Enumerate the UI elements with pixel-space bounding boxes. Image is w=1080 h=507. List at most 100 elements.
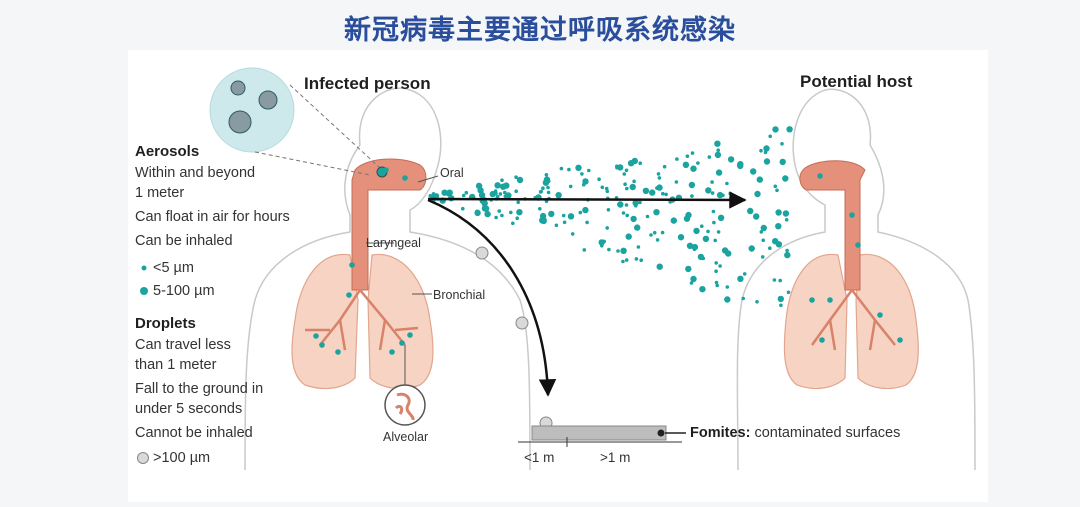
host-bronchial-tree [810, 289, 896, 351]
bronchial-label: Bronchial [433, 288, 486, 302]
aerosol-particle [714, 280, 719, 285]
droplet-arrow [427, 198, 557, 397]
aerosol-particle [664, 192, 668, 197]
aerosol-particle [634, 257, 639, 261]
aerosol-particle [621, 259, 625, 264]
aerosol-particle [699, 286, 706, 293]
alveolar-inset [384, 384, 426, 426]
fomite-surface [531, 425, 667, 441]
potential-host-label: Potential host [800, 72, 913, 91]
aerosol-particle [548, 210, 555, 218]
aerosol-particle [617, 201, 624, 208]
aerosol-particle [602, 239, 606, 244]
aerosol-particle [827, 297, 833, 303]
aerosol-particle [747, 207, 754, 215]
aerosol-particle [737, 162, 744, 170]
distance-near-label: <1 m [524, 450, 555, 465]
aerosol-particle [582, 206, 589, 214]
aerosol-particle [775, 223, 782, 230]
aerosol-particle [561, 213, 566, 218]
aerosol-particle [763, 150, 768, 155]
aerosol-particle [649, 233, 653, 237]
aerosol-particle [706, 229, 710, 234]
aerosol-particle [313, 333, 319, 339]
aerosol-particle [494, 182, 501, 189]
aerosol-particle [625, 233, 632, 240]
aerosol-particle [505, 192, 512, 199]
aerosol-particle [383, 167, 389, 173]
aerosol-particle [464, 190, 469, 195]
aerosol-particle [655, 238, 660, 242]
aerosol-particle [714, 269, 718, 274]
aerosol-particle [773, 184, 778, 189]
droplets-line: under 5 seconds [135, 401, 243, 417]
droplets-line: Can travel less [135, 337, 231, 353]
magnifier-line-1 [289, 84, 381, 169]
aerosol-particle [656, 263, 663, 270]
aerosol-particle [741, 296, 745, 301]
aerosol-particle [514, 175, 518, 179]
infected-bronchial-tree [305, 289, 419, 351]
aerosol-particle [625, 186, 629, 191]
aerosol-particle [606, 208, 611, 212]
aerosol-particle [621, 211, 626, 215]
aerosol-particle [634, 203, 638, 208]
aerosol-particle [711, 209, 716, 214]
aerosol-particle [656, 172, 661, 176]
aerosol-particle [585, 220, 589, 225]
aerosol-particle [639, 258, 643, 263]
aerosol-particle [707, 155, 712, 159]
aerosol-particle [497, 209, 502, 213]
aerosol-particle [689, 281, 694, 285]
aerosol-particle [624, 203, 629, 207]
aerosol-particle [494, 191, 498, 196]
legend-large-label: >100 µm [153, 450, 211, 466]
aerosol-particle [645, 214, 650, 219]
aerosol-particle [582, 248, 587, 252]
aerosol-particle [600, 185, 605, 190]
aerosol-particle [786, 126, 793, 133]
aerosol-particle [782, 175, 789, 182]
aerosol-particle [515, 216, 519, 220]
aerosol-particle [761, 238, 765, 243]
aerosol-particle [575, 164, 582, 171]
droplets-line: than 1 meter [135, 357, 217, 373]
aerosol-particle [677, 234, 685, 241]
aerosol-particle [638, 200, 642, 205]
host-airway [799, 160, 866, 291]
aerosol-particle [546, 185, 550, 190]
aerosol-particle [399, 340, 405, 346]
aerosol-particle [638, 161, 642, 165]
aerosol-particle [484, 210, 491, 218]
virus-magnifier [209, 67, 295, 153]
aerosol-particle [587, 168, 591, 173]
aerosol-particle [441, 189, 448, 196]
legend-small-dot [141, 265, 147, 271]
aerosol-particle [653, 209, 660, 216]
aerosol-particle [772, 278, 777, 282]
aerosol-particle [559, 166, 564, 171]
aerosol-particle [516, 176, 524, 184]
aerosol-particle [675, 157, 679, 161]
aerosol-particle [632, 199, 639, 207]
aerosol-particle [489, 190, 496, 198]
host-left-lung [783, 253, 848, 390]
aerosol-particle [623, 182, 627, 186]
aerosol-particle [616, 249, 620, 253]
aerosol-particle [632, 179, 636, 184]
aerosol-particle [624, 168, 629, 173]
large-droplet [475, 246, 489, 260]
aerosol-particle [715, 169, 723, 176]
aerosol-particle [683, 215, 691, 222]
aerosol-particle [514, 189, 518, 193]
aerosol-particle [546, 179, 551, 183]
aerosol-particle [772, 238, 779, 245]
aerosol-particle [784, 218, 789, 222]
aerosol-particle [725, 285, 730, 289]
aerosol-particle [335, 349, 341, 355]
aerosol-particle [753, 213, 760, 220]
aerosols-line: Can float in air for hours [135, 209, 290, 225]
aerosol-particle [737, 275, 744, 282]
aerosol-particle [819, 337, 825, 343]
potential-host-figure [736, 88, 976, 471]
